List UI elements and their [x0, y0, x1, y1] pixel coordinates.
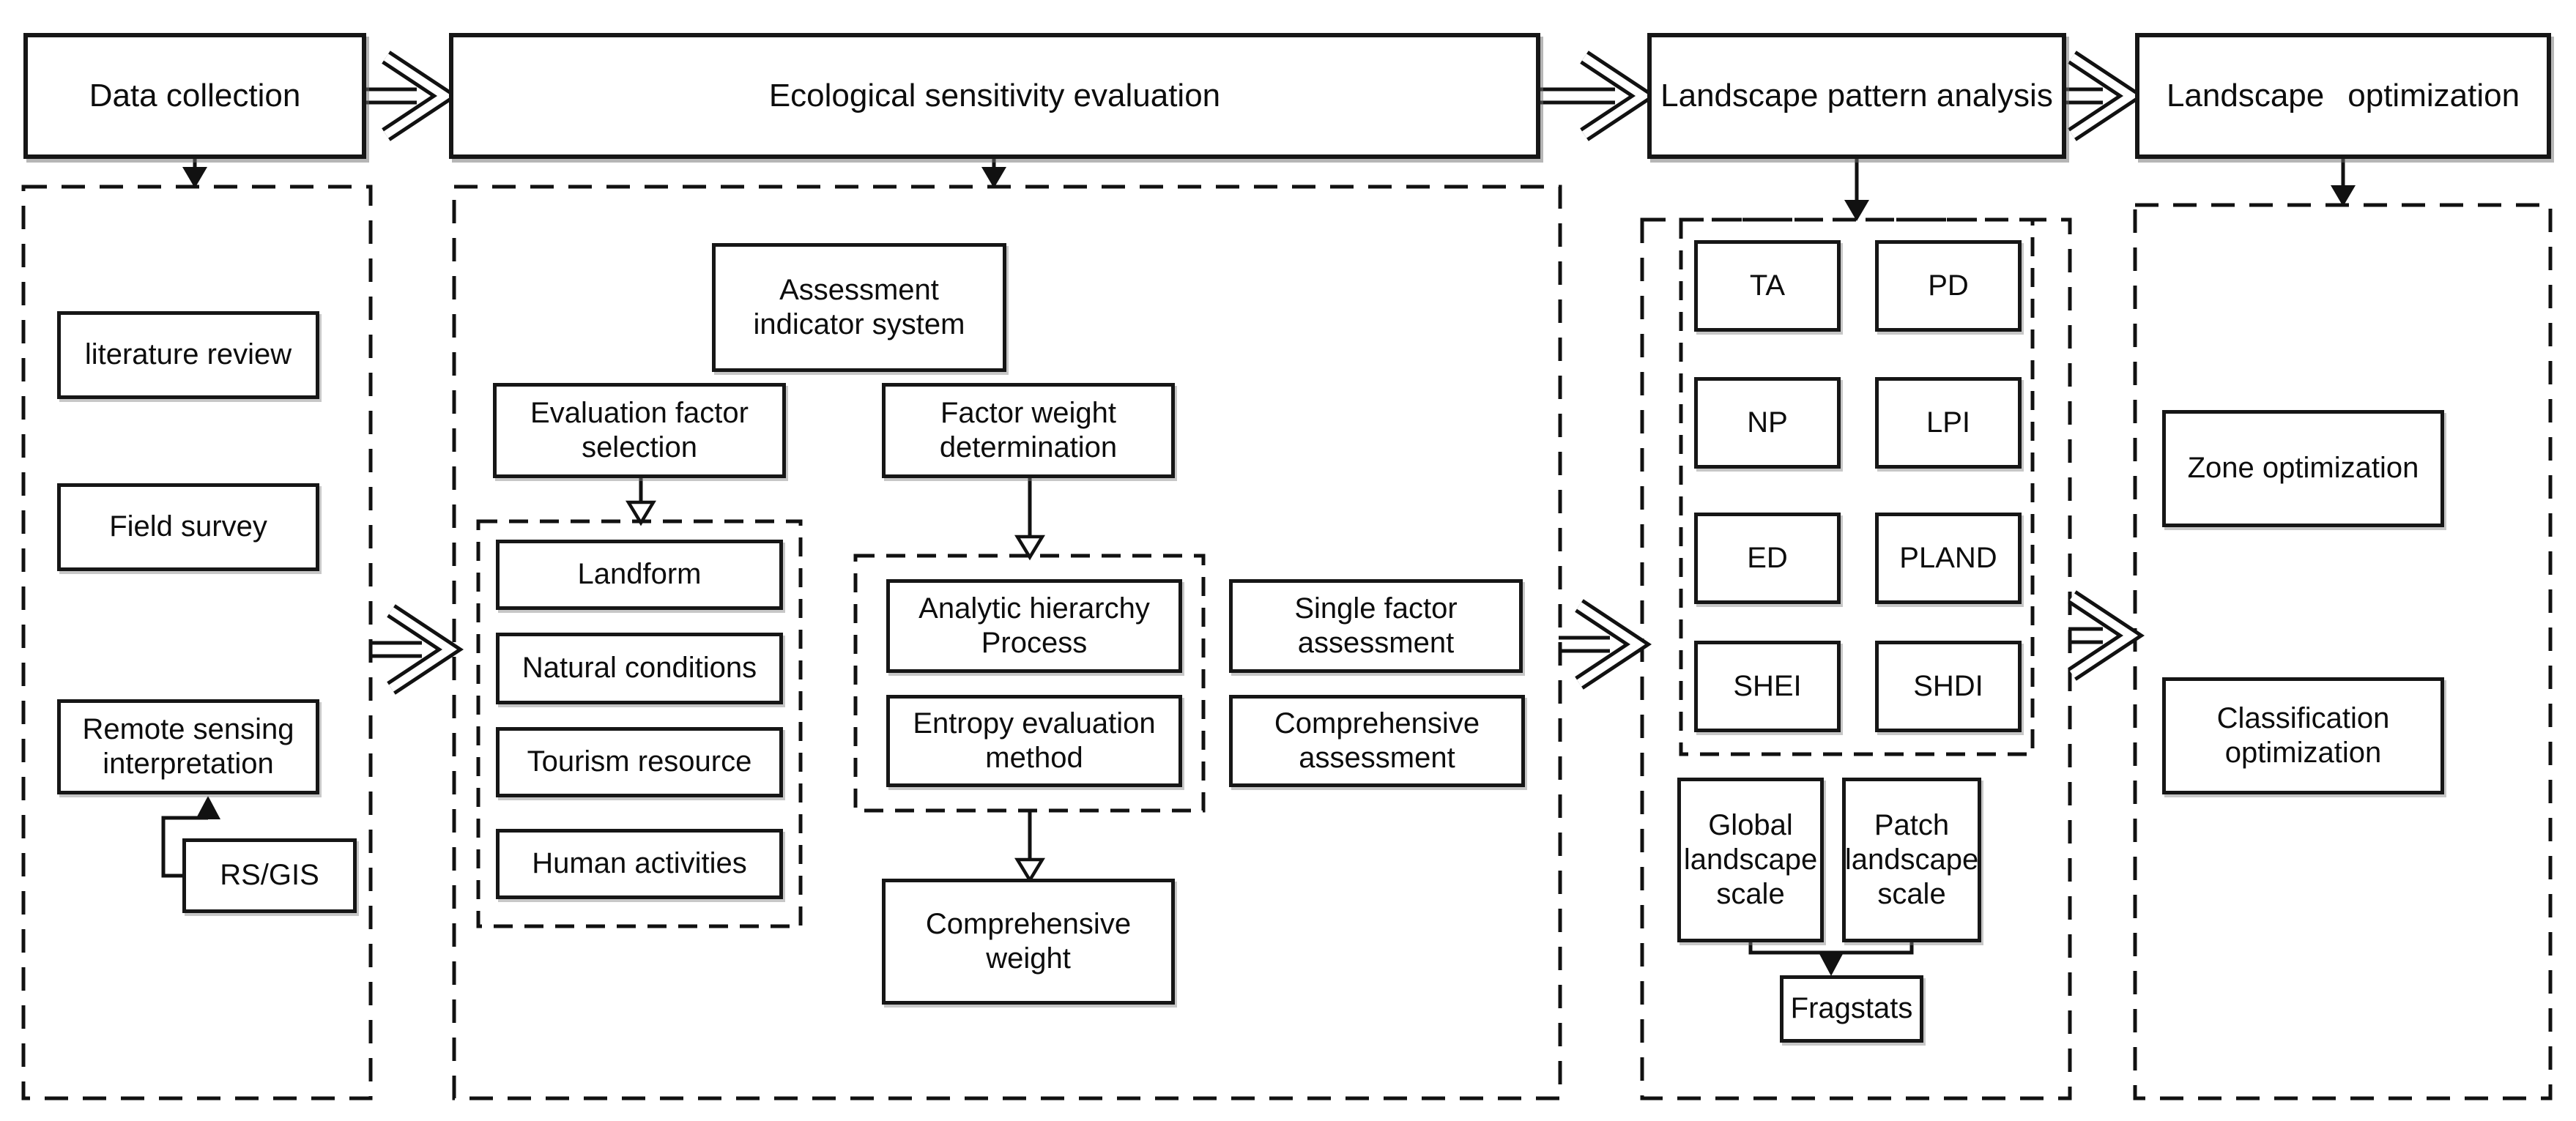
- box-analytic-hierarchy-process: Analytic hierarchy Process: [886, 579, 1182, 673]
- stage-ecological-sensitivity-evaluation: Ecological sensitivity evaluation: [449, 33, 1540, 159]
- arrow-down-hollow-icon: [626, 478, 656, 526]
- box-assessment-indicator-system: Assessment indicator system: [712, 243, 1006, 372]
- box-factor-natural-conditions: Natural conditions: [496, 633, 783, 704]
- double-chevron-arrow-right-icon: [1539, 51, 1658, 141]
- rsgis-elbow-arrow-up-icon: [161, 796, 220, 878]
- box-label: TA: [1749, 269, 1786, 302]
- metrics-group-border: [1679, 217, 2035, 756]
- box-label: Human activities: [532, 847, 747, 880]
- box-entropy-evaluation-method: Entropy evaluation method: [886, 695, 1182, 787]
- box-label: Remote sensing interpretation: [82, 712, 294, 780]
- stage-label: Landscape optimization: [2166, 78, 2520, 114]
- stage-data-collection: Data collection: [23, 33, 366, 159]
- box-literature-review: literature review: [57, 311, 319, 399]
- box-label: Comprehensive weight: [925, 907, 1132, 975]
- box-comprehensive-assessment: Comprehensive assessment: [1229, 695, 1525, 787]
- box-metric-ta: TA: [1694, 240, 1841, 332]
- arrow-down-hollow-icon: [1014, 478, 1045, 561]
- box-label: Fragstats: [1790, 992, 1913, 1025]
- arrow-down-icon: [981, 159, 1006, 188]
- box-label: NP: [1747, 406, 1788, 439]
- box-label: LPI: [1926, 406, 1971, 439]
- box-label: literature review: [84, 338, 292, 371]
- merge-arrow-down-icon: [1748, 942, 1914, 976]
- arrow-down-hollow-icon: [1014, 811, 1045, 884]
- box-label: Natural conditions: [521, 652, 757, 685]
- box-label: Global landscape scale: [1683, 808, 1818, 911]
- box-global-landscape-scale: Global landscape scale: [1677, 778, 1824, 942]
- box-label: Assessment indicator system: [753, 273, 965, 340]
- box-label: Entropy evaluation method: [913, 707, 1156, 774]
- optimization-panel-border: [2133, 203, 2553, 1100]
- box-evaluation-factor-selection: Evaluation factor selection: [493, 383, 786, 478]
- box-label: SHDI: [1913, 669, 1983, 702]
- box-factor-landform: Landform: [496, 540, 783, 610]
- arrow-down-icon: [2331, 159, 2356, 206]
- box-label: Zone optimization: [2187, 452, 2419, 485]
- box-field-survey: Field survey: [57, 483, 319, 571]
- box-remote-sensing-interpretation: Remote sensing interpretation: [57, 699, 319, 794]
- box-label: Evaluation factor selection: [530, 396, 749, 463]
- box-zone-optimization: Zone optimization: [2162, 410, 2444, 527]
- box-metric-shei: SHEI: [1694, 641, 1841, 732]
- box-metric-shdi: SHDI: [1875, 641, 2022, 732]
- box-factor-weight-determination: Factor weight determination: [882, 383, 1175, 478]
- box-fragstats: Fragstats: [1780, 975, 1923, 1043]
- box-metric-pd: PD: [1875, 240, 2022, 332]
- box-label: SHEI: [1733, 669, 1802, 702]
- box-metric-lpi: LPI: [1875, 377, 2022, 469]
- double-chevron-arrow-right-icon: [2065, 51, 2145, 141]
- arrow-down-icon: [1844, 159, 1869, 221]
- box-metric-ed: ED: [1694, 513, 1841, 604]
- double-chevron-arrow-right-icon: [2068, 590, 2145, 681]
- box-label: Tourism resource: [527, 745, 752, 778]
- arrow-down-icon: [182, 159, 207, 188]
- box-patch-landscape-scale: Patch landscape scale: [1842, 778, 1981, 942]
- stage-label: Landscape pattern analysis: [1660, 78, 2053, 114]
- sensitivity-panel-border: [452, 185, 1562, 1100]
- box-label: Patch landscape scale: [1844, 808, 1979, 911]
- double-chevron-arrow-right-icon: [369, 604, 464, 695]
- box-rs-gis: RS/GIS: [182, 838, 357, 913]
- stage-label: Data collection: [89, 78, 301, 114]
- box-classification-optimization: Classification optimization: [2162, 677, 2444, 794]
- box-factor-human-activities: Human activities: [496, 829, 783, 899]
- box-label: Comprehensive assessment: [1274, 707, 1480, 774]
- box-comprehensive-weight: Comprehensive weight: [882, 879, 1175, 1005]
- box-label: PLAND: [1899, 541, 1997, 574]
- box-label: PD: [1928, 269, 1969, 302]
- box-label: Factor weight determination: [939, 396, 1118, 463]
- stage-label: Ecological sensitivity evaluation: [768, 78, 1221, 114]
- stage-landscape-pattern-analysis: Landscape pattern analysis: [1647, 33, 2066, 159]
- stage-landscape-optimization: Landscape optimization: [2135, 33, 2551, 159]
- double-chevron-arrow-right-icon: [365, 51, 459, 141]
- box-label: ED: [1747, 541, 1788, 574]
- box-label: RS/GIS: [220, 859, 319, 892]
- box-label: Single factor assessment: [1294, 592, 1458, 659]
- box-single-factor-assessment: Single factor assessment: [1229, 579, 1523, 673]
- box-label: Landform: [577, 558, 702, 591]
- box-label: Analytic hierarchy Process: [918, 592, 1150, 659]
- double-chevron-arrow-right-icon: [1559, 599, 1652, 690]
- box-metric-pland: PLAND: [1875, 513, 2022, 604]
- box-label: Field survey: [109, 510, 267, 543]
- box-label: Classification optimization: [2216, 701, 2390, 769]
- box-factor-tourism-resource: Tourism resource: [496, 727, 783, 797]
- box-metric-np: NP: [1694, 377, 1841, 469]
